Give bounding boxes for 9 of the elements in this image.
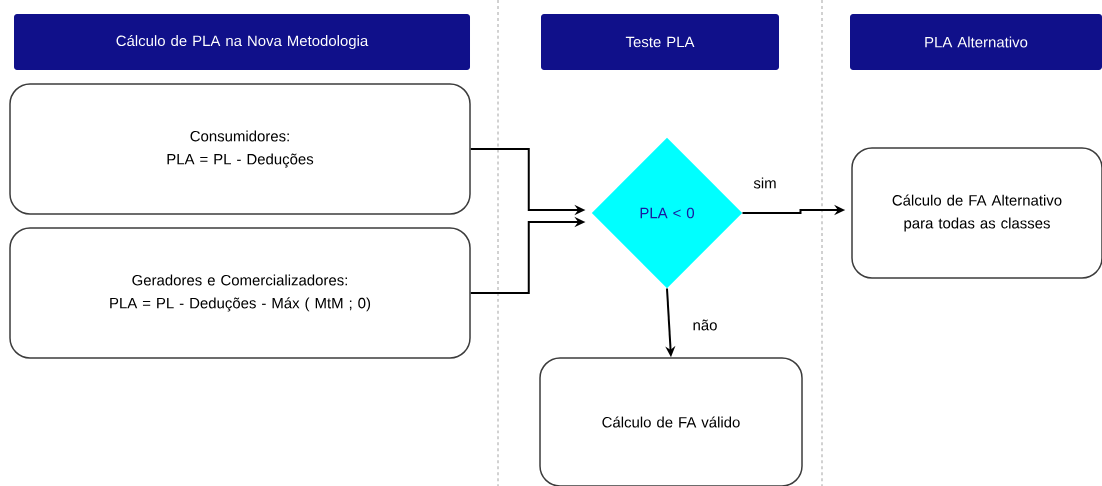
edge-label: não [690, 317, 720, 333]
process-box: Geradores e Comercializadores: PLA = PL - Deduções - Máx ( MtM ; 0) [9, 227, 471, 359]
column-header: PLA Alternativo [850, 14, 1102, 70]
process-box: Cálculo de FA válido [539, 357, 803, 486]
process-box: Cálculo de FA Alternativo para todas as classes [851, 147, 1102, 279]
edge-label: sim [751, 175, 779, 191]
column-header: Cálculo de PLA na Nova Metodologia [14, 14, 470, 70]
column-header: Teste PLA [541, 14, 779, 70]
process-box: Consumidores: PLA = PL - Deduções [9, 83, 471, 215]
